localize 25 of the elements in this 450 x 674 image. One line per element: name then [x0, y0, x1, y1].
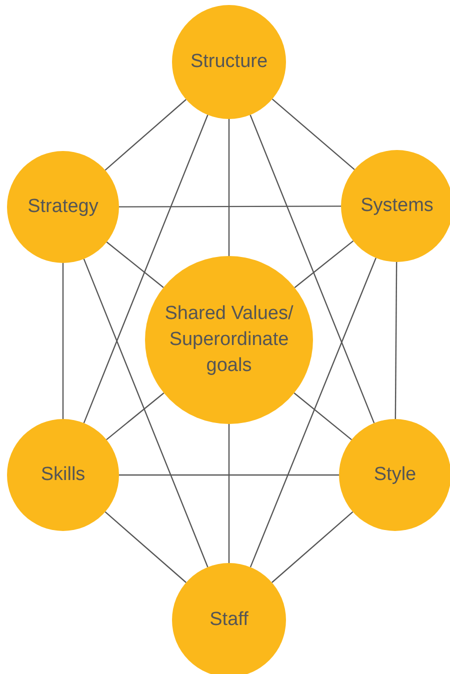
- connector-line: [250, 258, 376, 568]
- connector-line: [106, 392, 164, 440]
- connector-line: [104, 99, 186, 171]
- connector-line: [294, 240, 354, 288]
- connector-line: [228, 119, 230, 256]
- connector-line: [394, 262, 398, 419]
- connector-line: [272, 511, 354, 583]
- node-label: Style: [372, 463, 418, 487]
- connector-line: [83, 258, 208, 568]
- connector-line: [272, 98, 355, 170]
- connector-line: [119, 206, 341, 208]
- connector-line: [62, 263, 64, 419]
- connector-line: [228, 424, 230, 563]
- connector-line: [106, 242, 164, 288]
- connector-line: [294, 392, 352, 440]
- node-label: Staff: [208, 608, 250, 632]
- node-label: Shared Values/ Superordinate goals: [164, 302, 294, 378]
- connector-line: [104, 511, 186, 583]
- node-label: Systems: [360, 194, 434, 218]
- connector-line: [250, 114, 375, 424]
- connector-line: [83, 114, 208, 424]
- node-label: Structure: [189, 50, 269, 74]
- node-label: Skills: [40, 463, 86, 487]
- connector-line: [119, 474, 339, 476]
- node-label: Strategy: [26, 195, 100, 219]
